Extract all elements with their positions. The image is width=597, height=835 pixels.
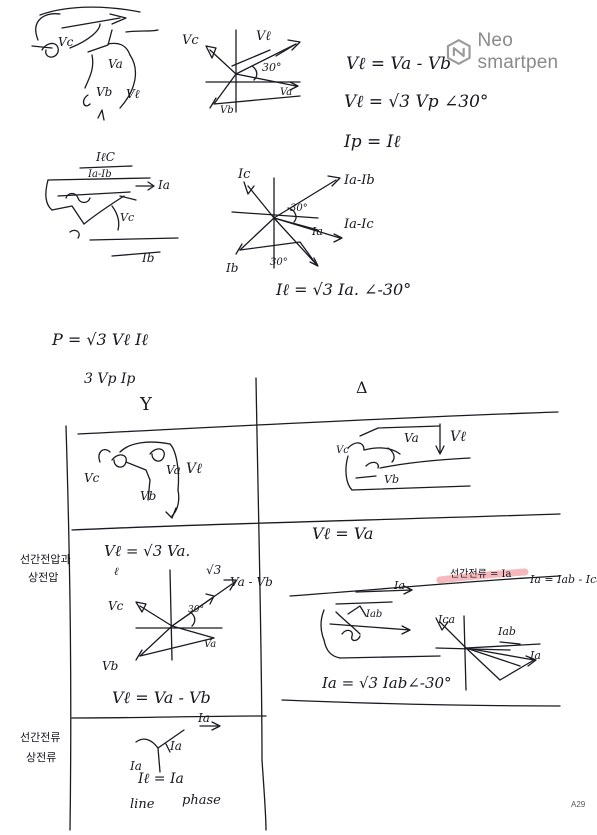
row1-wye-circuit [98, 441, 180, 519]
phasor-label-vc: Vc [182, 33, 199, 48]
row2-wye-phasor [135, 569, 237, 661]
row2-wye-angle: 30° [188, 605, 204, 615]
row2-wye-equation-sub: ℓ [114, 565, 119, 578]
phasor-label-angle-30: 30° [290, 203, 308, 214]
neo-smartpen-logo-icon [446, 39, 471, 65]
delta-phasor-diagram [231, 175, 343, 269]
label-delta-vc: Vc [120, 211, 135, 224]
row2-delta-iab: Iab [366, 609, 383, 620]
phasor-label-ia-ic: Ia-Ic [344, 217, 374, 232]
equation-il-root3-ia: Iℓ = √3 Ia. ∠-30° [276, 280, 412, 299]
phasor-label-angle-30b: 30° [270, 257, 288, 268]
row2-delta-ia-equation: Ia = Iab - Ica [530, 573, 597, 586]
row2-wye-root3: √3 [206, 563, 222, 577]
table-header-delta: Δ [356, 378, 368, 397]
table-grid [65, 377, 561, 831]
label-ia-ib: Ia-Ib [88, 169, 112, 180]
row3-phase-label: phase [182, 793, 221, 808]
row2-wye-equation-2: Vℓ = Va - Vb [112, 688, 211, 707]
row1-wye-va: Va [166, 463, 181, 477]
table-header-wye: Y [140, 394, 152, 415]
delta-circuit-sketch [45, 165, 179, 257]
row1-delta-vl: Vℓ [450, 429, 466, 445]
row3-equation: Iℓ = Ia [138, 771, 184, 787]
row2-side-label-1: 선간전압과 [20, 553, 71, 566]
row3-ia-left: Ia [130, 759, 142, 773]
label-ilc: IℓC [96, 150, 115, 164]
label-vl: Vℓ [126, 87, 140, 101]
row1-delta-vb: Vb [384, 473, 399, 486]
wye-circuit-sketch [31, 6, 159, 121]
label-ib: Ib [142, 251, 155, 265]
equation-power: P = √3 Vℓ Iℓ [52, 330, 149, 349]
phasor-label-ic: Ic [238, 167, 251, 182]
brand-logo: Neo smartpen [446, 30, 597, 74]
phasor-label-vb: Vb [220, 105, 234, 116]
phasor-label-vl: Vℓ [256, 29, 271, 44]
row1-delta-circuit [345, 423, 471, 491]
label-va: Va [108, 57, 123, 71]
row2-side-label-2: 상전압 [28, 571, 59, 584]
phasor-label-ia-ib: Ia-Ib [344, 173, 375, 188]
row1-wye-vl: Vℓ [186, 461, 202, 477]
phasor-label-va: Va [280, 87, 293, 98]
row1-wye-vb: Vb [140, 489, 157, 503]
row3-line-label: line [130, 797, 155, 812]
row3-ia-top: Ia [198, 711, 210, 725]
row2-wye-vb: Vb [102, 659, 119, 673]
brand-name: Neo smartpen [477, 30, 559, 73]
equation-vl-root3-vp: Vℓ = √3 Vp ∠30° [344, 92, 489, 112]
row3-ia-mid: Ia [170, 739, 182, 753]
equation-ip-il: Ip = Iℓ [344, 132, 401, 152]
equation-vl-va-vb: Vℓ = Va - Vb [346, 54, 451, 74]
row3-wye-sketch [135, 721, 221, 773]
row2-wye-va-vb: Va - Vb [230, 575, 273, 589]
row2-delta-phasor-iab: Iab [498, 625, 516, 638]
row3-side-label-2: 상전류 [26, 751, 57, 764]
row2-wye-equation: Vℓ = √3 Va. [104, 542, 191, 560]
phasor-label-angle: 30° [262, 61, 282, 74]
row1-wye-vc: Vc [84, 471, 100, 485]
label-ia: Ia [158, 178, 170, 192]
row2-delta-phasor [435, 615, 541, 691]
label-vb: Vb [96, 85, 113, 99]
row2-delta-equation-2: Ia = √3 Iab∠-30° [322, 674, 452, 692]
row2-delta-equation: Vℓ = Va [312, 524, 374, 543]
label-vc: Vc [58, 35, 74, 49]
row2-delta-circuit [320, 585, 441, 659]
row2-delta-ia: Ia [394, 579, 405, 592]
row2-delta-ica: Ica [438, 613, 456, 626]
row1-delta-va: Va [404, 431, 419, 445]
equation-power-phase: 3 Vp Ip [84, 371, 136, 387]
row2-wye-vc: Vc [108, 599, 124, 613]
wye-phasor-diagram [205, 29, 301, 113]
page-number: A29 [571, 800, 586, 809]
row2-delta-highlight-text: 선간전류 = Ia [450, 569, 512, 580]
phasor-label-ib: Ib [226, 261, 239, 275]
row2-delta-phasor-ia: Ia [530, 649, 541, 662]
row2-wye-va: Va [204, 639, 217, 650]
row3-side-label-1: 선간전류 [20, 731, 61, 744]
phasor-label-ia: Ia [312, 225, 323, 238]
row1-delta-vc: Vc [336, 445, 349, 456]
